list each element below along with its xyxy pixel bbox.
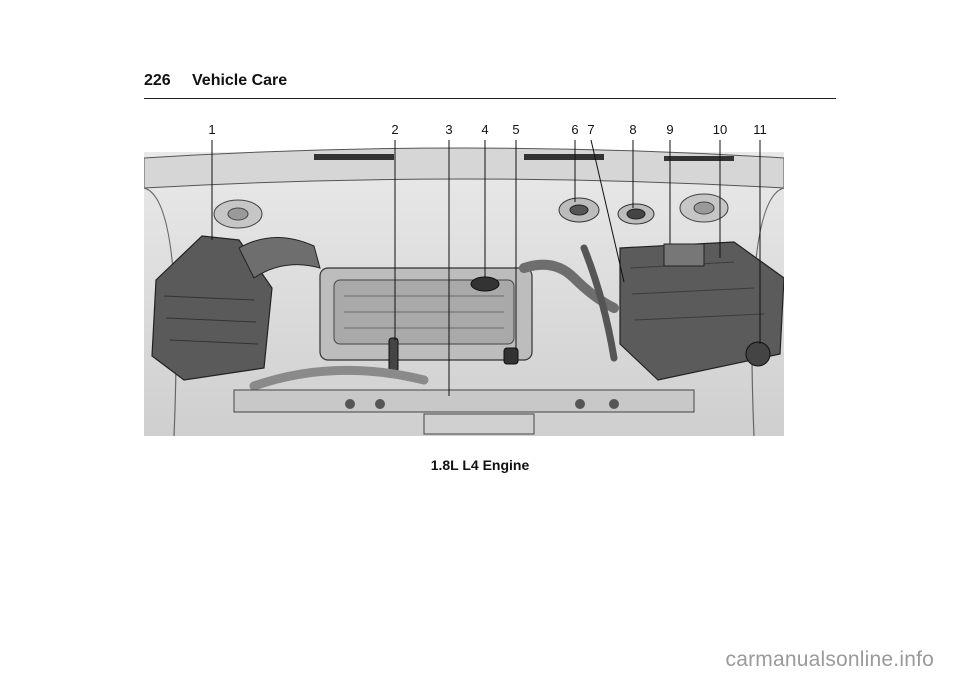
callout-number: 8 <box>629 122 637 137</box>
callout-number: 11 <box>753 122 767 137</box>
callout-number: 3 <box>445 122 453 137</box>
callout-number: 2 <box>391 122 399 137</box>
section-title: Vehicle Care <box>192 72 288 89</box>
watermark: carmanualsonline.info <box>725 648 934 671</box>
figure-caption: 1.8L L4 Engine <box>430 457 530 473</box>
page-number: 226 <box>144 72 171 89</box>
callout-number: 6 <box>571 122 579 137</box>
callout-number: 10 <box>712 122 728 137</box>
header-rule <box>144 98 836 99</box>
callout-number: 7 <box>587 122 595 137</box>
engine-compartment-illustration <box>144 139 784 436</box>
callout-number: 9 <box>666 122 674 137</box>
callout-number: 4 <box>481 122 489 137</box>
callout-number: 1 <box>208 122 216 137</box>
page-header: 226 Vehicle Care <box>144 72 836 100</box>
callout-number: 5 <box>512 122 520 137</box>
